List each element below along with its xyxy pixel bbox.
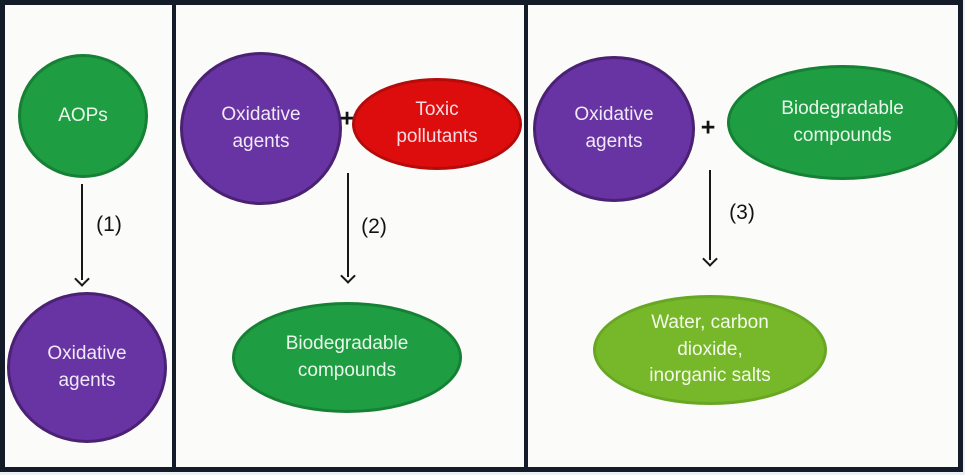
plus-sign-3: + — [700, 113, 716, 142]
node-toxic-pollutants: Toxic pollutants — [352, 78, 522, 170]
reaction-3-arrow-down-icon — [702, 170, 718, 267]
step-label-3: (3) — [729, 201, 755, 224]
node-biodegradable-compounds-3: Biodegradable compounds — [727, 65, 958, 180]
node-oxidative-agents-1: Oxidative agents — [7, 292, 167, 443]
node-aops: AOPs — [18, 54, 148, 178]
reaction-2-arrow-down-icon — [340, 173, 356, 284]
arrowhead-icon — [702, 251, 718, 267]
node-water-co2-inorganic-salts: Water, carbon dioxide, inorganic salts — [593, 295, 827, 405]
node-biodegradable-compounds-2: Biodegradable compounds — [232, 302, 462, 413]
panel-divider-2 — [524, 5, 528, 467]
plus-sign-2: + — [339, 104, 355, 133]
panel-reaction-1: AOPs (1) Oxidative agents — [5, 5, 172, 467]
node-oxidative-agents-3: Oxidative agents — [533, 56, 695, 202]
step-label-1: (1) — [96, 213, 122, 236]
panel-divider-1 — [172, 5, 176, 467]
reaction-1-arrow-down-icon — [74, 184, 90, 287]
panel-reaction-3: Oxidative agents + Biodegradable compoun… — [528, 5, 958, 467]
arrowhead-icon — [340, 268, 356, 284]
arrowhead-icon — [74, 271, 90, 287]
step-label-2: (2) — [361, 215, 387, 238]
panel-reaction-2: Oxidative agents + Toxic pollutants (2) … — [176, 5, 524, 467]
node-oxidative-agents-2: Oxidative agents — [180, 52, 342, 205]
